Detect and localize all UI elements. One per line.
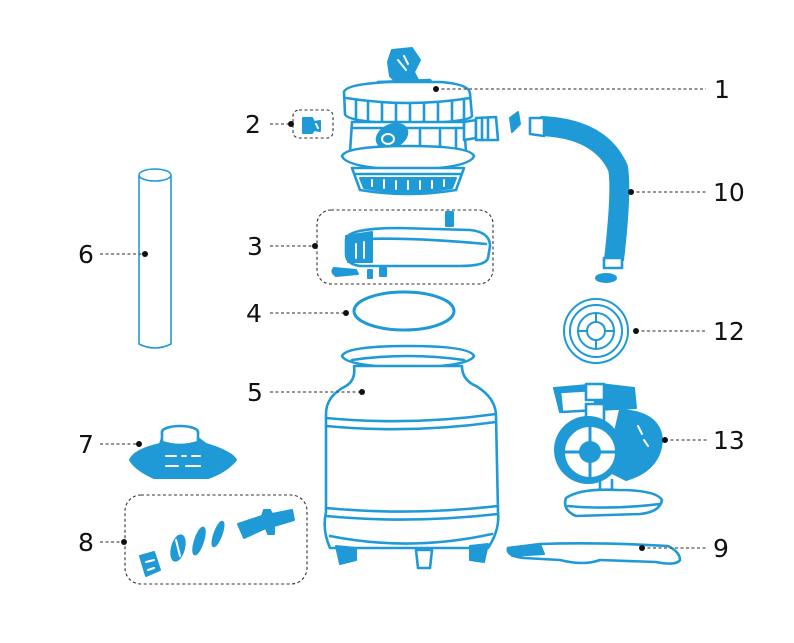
part-laterals (129, 424, 237, 479)
callout-10: 10 (628, 178, 745, 207)
callout-8: 8 (78, 528, 127, 557)
callout-12: 12 (633, 317, 745, 346)
part-clamp (316, 209, 494, 285)
callout-3: 3 (247, 232, 318, 261)
label-7: 7 (78, 430, 94, 459)
label-8: 8 (78, 528, 94, 557)
label-13: 13 (713, 426, 745, 455)
callout-1: 1 (433, 75, 730, 104)
part-hose (528, 116, 630, 283)
callout-4: 4 (246, 299, 349, 328)
callout-5: 5 (247, 378, 365, 407)
part-central-pipe (138, 168, 172, 349)
part-pump-motor (553, 382, 664, 518)
part-strainer (563, 298, 629, 364)
label-5: 5 (247, 378, 263, 407)
part-tank (323, 344, 500, 570)
callout-7: 7 (78, 430, 142, 459)
label-4: 4 (246, 299, 262, 328)
part-control-valve (340, 47, 500, 196)
label-1: 1 (714, 75, 730, 104)
callout-13: 13 (662, 426, 745, 455)
part-o-ring (352, 290, 456, 332)
label-9: 9 (713, 534, 729, 563)
label-3: 3 (247, 232, 263, 261)
label-6: 6 (78, 240, 94, 269)
callout-2: 2 (245, 110, 294, 139)
part-drain-valve-assembly (124, 494, 308, 585)
callout-6: 6 (78, 240, 148, 269)
callout-9: 9 (639, 534, 729, 563)
part-base-plate (506, 542, 682, 565)
part-hose-connector (509, 111, 521, 133)
label-10: 10 (713, 178, 745, 207)
part-drain-plug (292, 109, 334, 139)
label-2: 2 (245, 110, 261, 139)
label-12: 12 (713, 317, 745, 346)
